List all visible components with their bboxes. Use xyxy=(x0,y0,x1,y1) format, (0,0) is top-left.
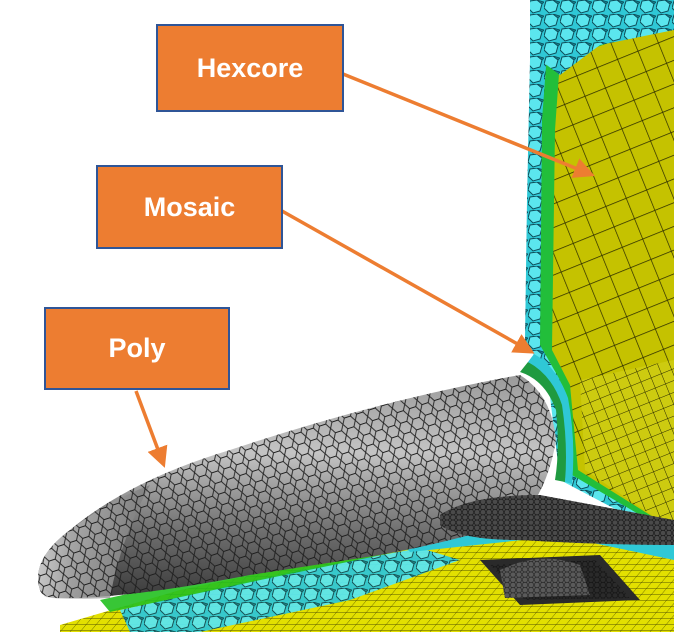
ground-mesh-plane xyxy=(60,520,674,632)
vertical-mesh-plane xyxy=(525,0,674,540)
hexcore-label: Hexcore xyxy=(156,24,344,112)
hexcore-label-text: Hexcore xyxy=(196,52,304,83)
callout-arrows xyxy=(134,72,595,468)
hexcore-arrow xyxy=(342,72,595,178)
mosaic-label: Mosaic xyxy=(96,165,283,249)
mosaic-label-text: Mosaic xyxy=(143,191,236,222)
poly-label-text: Poly xyxy=(108,333,166,363)
poly-label: Poly xyxy=(44,307,230,390)
poly-arrow xyxy=(134,390,168,468)
aircraft-body-poly-mesh xyxy=(38,354,674,599)
mosaic-arrow xyxy=(281,209,535,354)
